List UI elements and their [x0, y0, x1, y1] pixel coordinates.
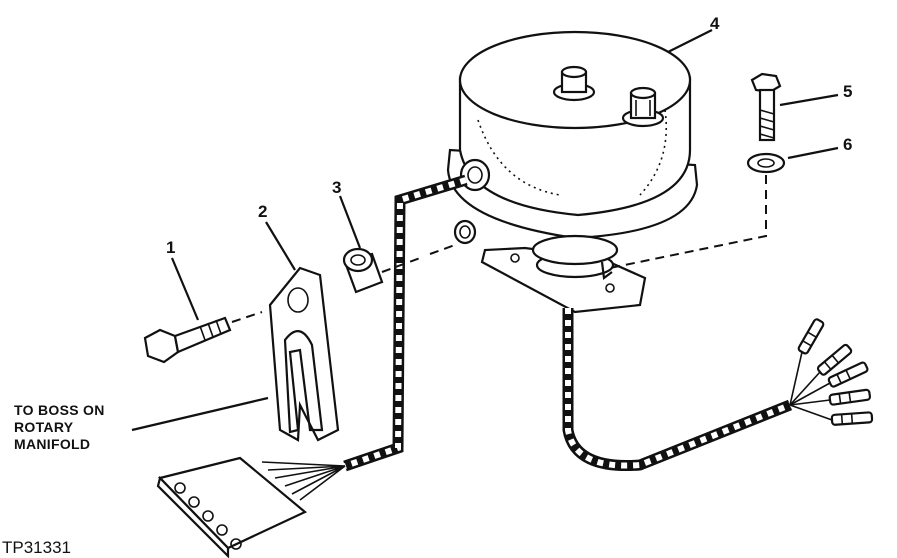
bracket-plate-part-2: [268, 266, 340, 442]
connector-plug: [156, 456, 346, 558]
callout-2: 2: [258, 202, 268, 221]
lock-washer-part-6: [609, 152, 786, 269]
callout-3: 3: [332, 178, 342, 197]
wire-terminals: [797, 318, 874, 426]
callout-1: 1: [166, 238, 176, 257]
cap-screw-part-5: [750, 72, 782, 142]
callout-5: 5: [843, 82, 853, 101]
wire-harness: [343, 174, 833, 472]
sensor-body-part-4: [446, 30, 699, 314]
leader-lines: [131, 29, 839, 432]
callout-6: 6: [843, 135, 853, 154]
bolt-part-1: [143, 311, 263, 364]
figure-code: TP31331: [2, 538, 71, 557]
callout-4: 4: [710, 14, 720, 33]
mounting-note: TO BOSS ON ROTARY MANIFOLD: [14, 402, 105, 452]
spacer-part-3: [342, 244, 456, 294]
